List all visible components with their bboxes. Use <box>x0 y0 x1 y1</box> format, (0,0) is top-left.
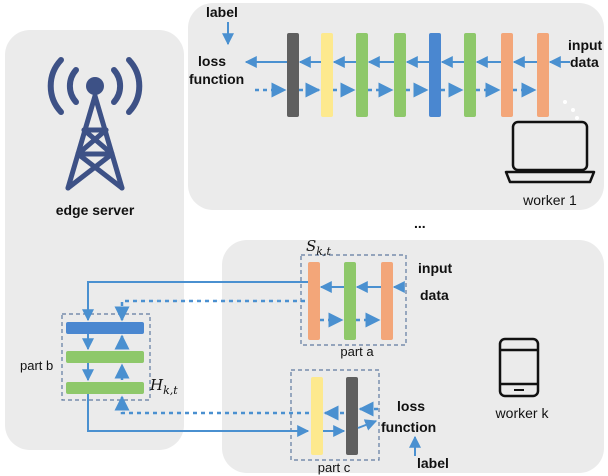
part-a-layer-green <box>344 262 356 340</box>
worker1-panel: worker 1 <box>188 3 604 210</box>
worker1-label: worker 1 <box>522 192 577 208</box>
part-b-label: part b <box>20 358 53 373</box>
part-b-layer-green-1 <box>66 351 144 363</box>
worker1-layer-blue <box>429 33 441 117</box>
worker1-loss-line1: loss <box>198 53 226 69</box>
workerk-label: worker k <box>495 405 550 421</box>
worker1-layer-orange-2 <box>537 33 549 117</box>
phone-icon <box>498 337 540 398</box>
part-a-layer-orange-1 <box>308 262 320 340</box>
workerk-loss-line1: loss <box>397 398 425 414</box>
worker1-layer-gray <box>287 33 299 117</box>
workerk-loss-line2: function <box>381 419 436 435</box>
worker1-layer-green-1 <box>356 33 368 117</box>
ellipsis-text: ... <box>414 215 426 231</box>
h-kt-symbol: Hk,t <box>149 376 178 397</box>
part-c-label: part c <box>318 460 351 475</box>
worker1-layer-yellow <box>321 33 333 117</box>
part-c-box <box>290 369 380 461</box>
part-b-layer-blue <box>66 322 144 334</box>
part-c-layer-gray <box>346 377 358 455</box>
dashed-gradient-arrows <box>114 299 381 421</box>
edge-server-label: edge server <box>56 202 135 218</box>
antenna-icon <box>47 57 143 191</box>
worker1-input-line1: input <box>568 37 603 53</box>
worker1-layer-green-2 <box>394 33 406 117</box>
part-a-layer-orange-2 <box>381 262 393 340</box>
worker1-loss-line2: function <box>189 71 244 87</box>
s-kt-symbol: Sk,t <box>306 237 331 258</box>
worker1-label-text: label <box>206 4 238 20</box>
worker1-input-line2: data <box>570 54 599 70</box>
edge-server-panel: edge server <box>5 30 184 450</box>
part-c-layer-yellow <box>311 377 323 455</box>
part-b-layer-green-2 <box>66 382 144 394</box>
solid-flow-arrows <box>82 281 421 456</box>
workerk-input-line2: data <box>420 287 449 303</box>
laptop-icon <box>504 120 596 184</box>
workerk-panel: worker k part a Sk,t input data part c l… <box>222 237 604 475</box>
part-b: part b Hk,t <box>20 313 178 401</box>
part-a-label: part a <box>340 344 374 359</box>
worker1-network <box>222 22 579 120</box>
workerk-input-line1: input <box>418 260 453 276</box>
worker1-layer-green-3 <box>464 33 476 117</box>
part-b-box <box>61 313 151 401</box>
worker1-layer-orange-1 <box>501 33 513 117</box>
worker1-dots <box>563 100 579 120</box>
workerk-label-text: label <box>417 455 449 471</box>
